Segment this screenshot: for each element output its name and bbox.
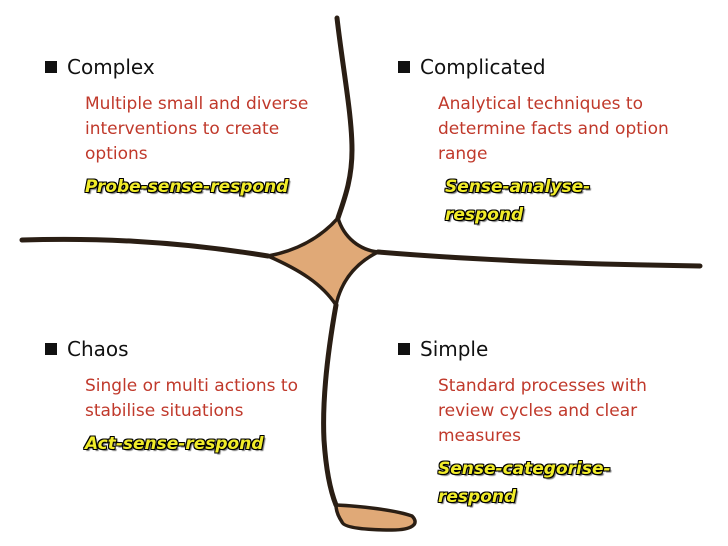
approach-complex: Probe-sense-respond (85, 177, 289, 197)
quadrant-simple: Simple Standard processes with review cy… (398, 336, 698, 511)
title-chaos: Chaos (67, 337, 129, 361)
description-chaos: Single or multi actions to stabilise sit… (85, 376, 298, 421)
quadrant-chaos: Chaos Single or multi actions to stabili… (45, 336, 345, 458)
heading-complicated: Complicated (398, 54, 698, 80)
square-bullet-icon (398, 343, 410, 355)
approach-complicated: Sense-analyse-respond (445, 177, 591, 225)
heading-chaos: Chaos (45, 336, 345, 362)
approach-simple: Sense-categorise-respond (438, 459, 611, 507)
divider-left (19, 236, 271, 259)
title-complex: Complex (67, 55, 155, 79)
central-knot (266, 216, 380, 307)
divider-bottom (321, 302, 339, 508)
cliff-bulb (334, 503, 417, 532)
divider-right (375, 249, 703, 269)
divider-top (334, 15, 355, 221)
square-bullet-icon (45, 343, 57, 355)
approach-chaos: Act-sense-respond (85, 434, 264, 454)
quadrant-complicated: Complicated Analytical techniques to det… (398, 54, 698, 229)
title-complicated: Complicated (420, 55, 546, 79)
heading-simple: Simple (398, 336, 698, 362)
quadrant-complex: Complex Multiple small and diverse inter… (45, 54, 345, 201)
description-complicated: Analytical techniques to determine facts… (438, 94, 669, 164)
description-simple: Standard processes with review cycles an… (438, 376, 647, 446)
square-bullet-icon (45, 61, 57, 73)
title-simple: Simple (420, 337, 489, 361)
square-bullet-icon (398, 61, 410, 73)
heading-complex: Complex (45, 54, 345, 80)
description-complex: Multiple small and diverse interventions… (85, 94, 309, 164)
